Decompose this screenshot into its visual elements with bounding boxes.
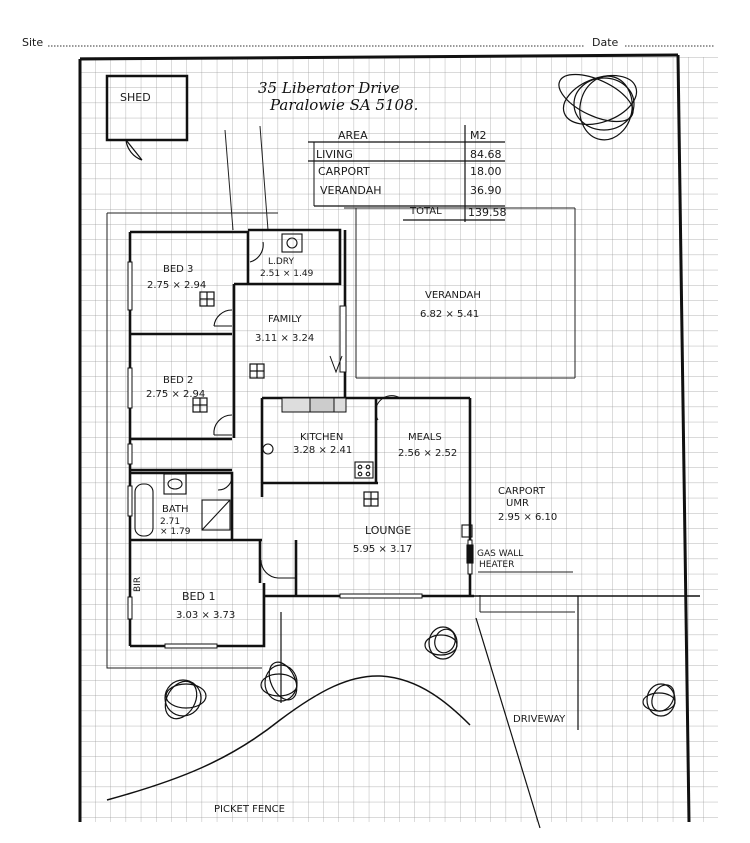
shrub-icon [642,683,676,717]
area-row-carport-value: 18.00 [470,165,502,178]
lounge-dims: 5.95 × 3.17 [353,544,412,555]
door-swings [213,241,401,579]
bed1-dims: 3.03 × 3.73 [176,610,235,621]
shrub-icon [260,661,298,702]
driveway-label: DRIVEWAY [513,714,566,725]
bath-dims-2: × 1.79 [160,527,191,537]
shrub-icon [164,679,207,720]
family-dims: 3.11 × 3.24 [255,333,314,344]
picket-fence-label: PICKET FENCE [214,804,285,815]
laundry-trough [281,233,303,253]
area-total-value: 139.58 [468,206,507,219]
cooktop [354,461,374,479]
trees [164,73,676,720]
windows [127,261,473,649]
laundry-label: L.DRY [268,257,294,267]
carport-dims: 2.95 × 6.10 [498,512,557,523]
kitchen-dims: 3.28 × 2.41 [293,445,352,456]
room-labels: BED 3 2.75 × 2.94 L.DRY 2.51 × 1.49 FAMI… [133,257,557,621]
shrub-icon [424,626,458,660]
area-row-carport-name: CARPORT [318,165,370,178]
area-row-living-value: 84.68 [470,148,502,161]
area-table-header-m2: M2 [470,129,487,142]
laundry-dims: 2.51 × 1.49 [260,269,314,279]
lounge-label: LOUNGE [365,524,411,537]
bath-dims-1: 2.71 [160,517,180,527]
bed1-label: BED 1 [182,590,215,603]
shower [201,499,231,531]
area-row-verandah-name: VERANDAH [320,184,382,197]
kitchen-label: KITCHEN [300,432,343,443]
notepad-header: Site Date [22,36,715,49]
bed3-label: BED 3 [163,264,193,275]
header-site-label: Site [22,36,43,49]
gas-heater-label-2: HEATER [479,560,514,570]
bir-label: BIR [133,577,143,592]
bed2-label: BED 2 [163,375,193,386]
area-table-header-area: AREA [338,129,368,142]
driveway: DRIVEWAY [280,595,700,829]
garden-bed: PICKET FENCE [106,675,471,815]
bed3-dims: 2.75 × 2.94 [147,280,206,291]
basin [163,473,187,495]
address-title: 35 Liberator Drive Paralowie SA 5108. [258,79,418,114]
bathtub [134,483,154,537]
area-table: AREA M2 LIVING 84.68 CARPORT 18.00 VERAN… [308,125,507,222]
verandah-label: VERANDAH [425,290,481,301]
bed2-dims: 2.75 × 2.94 [146,389,205,400]
light-fittings [192,291,379,507]
carport-sub: UMR [506,498,529,509]
header-date-label: Date [592,36,619,49]
property-boundary [78,53,691,823]
meals-label: MEALS [408,432,442,443]
shed-label: SHED [120,91,151,104]
title-line-1: 35 Liberator Drive [258,79,400,97]
tree-icon [558,73,638,141]
title-line-2: Paralowie SA 5108. [269,96,418,114]
fixtures [134,233,474,564]
eaves-outline [106,125,576,669]
gas-heater-label-1: GAS WALL [477,549,523,559]
carport-label: CARPORT [498,486,546,497]
meals-dims: 2.56 × 2.52 [398,448,457,459]
bath-label: BATH [162,504,189,515]
family-label: FAMILY [268,314,302,325]
area-row-verandah-value: 36.90 [470,184,502,197]
verandah-dims: 6.82 × 5.41 [420,309,479,320]
area-total-label: TOTAL [409,206,442,217]
shed: SHED [105,74,189,161]
area-row-living-name: LIVING [316,148,353,161]
